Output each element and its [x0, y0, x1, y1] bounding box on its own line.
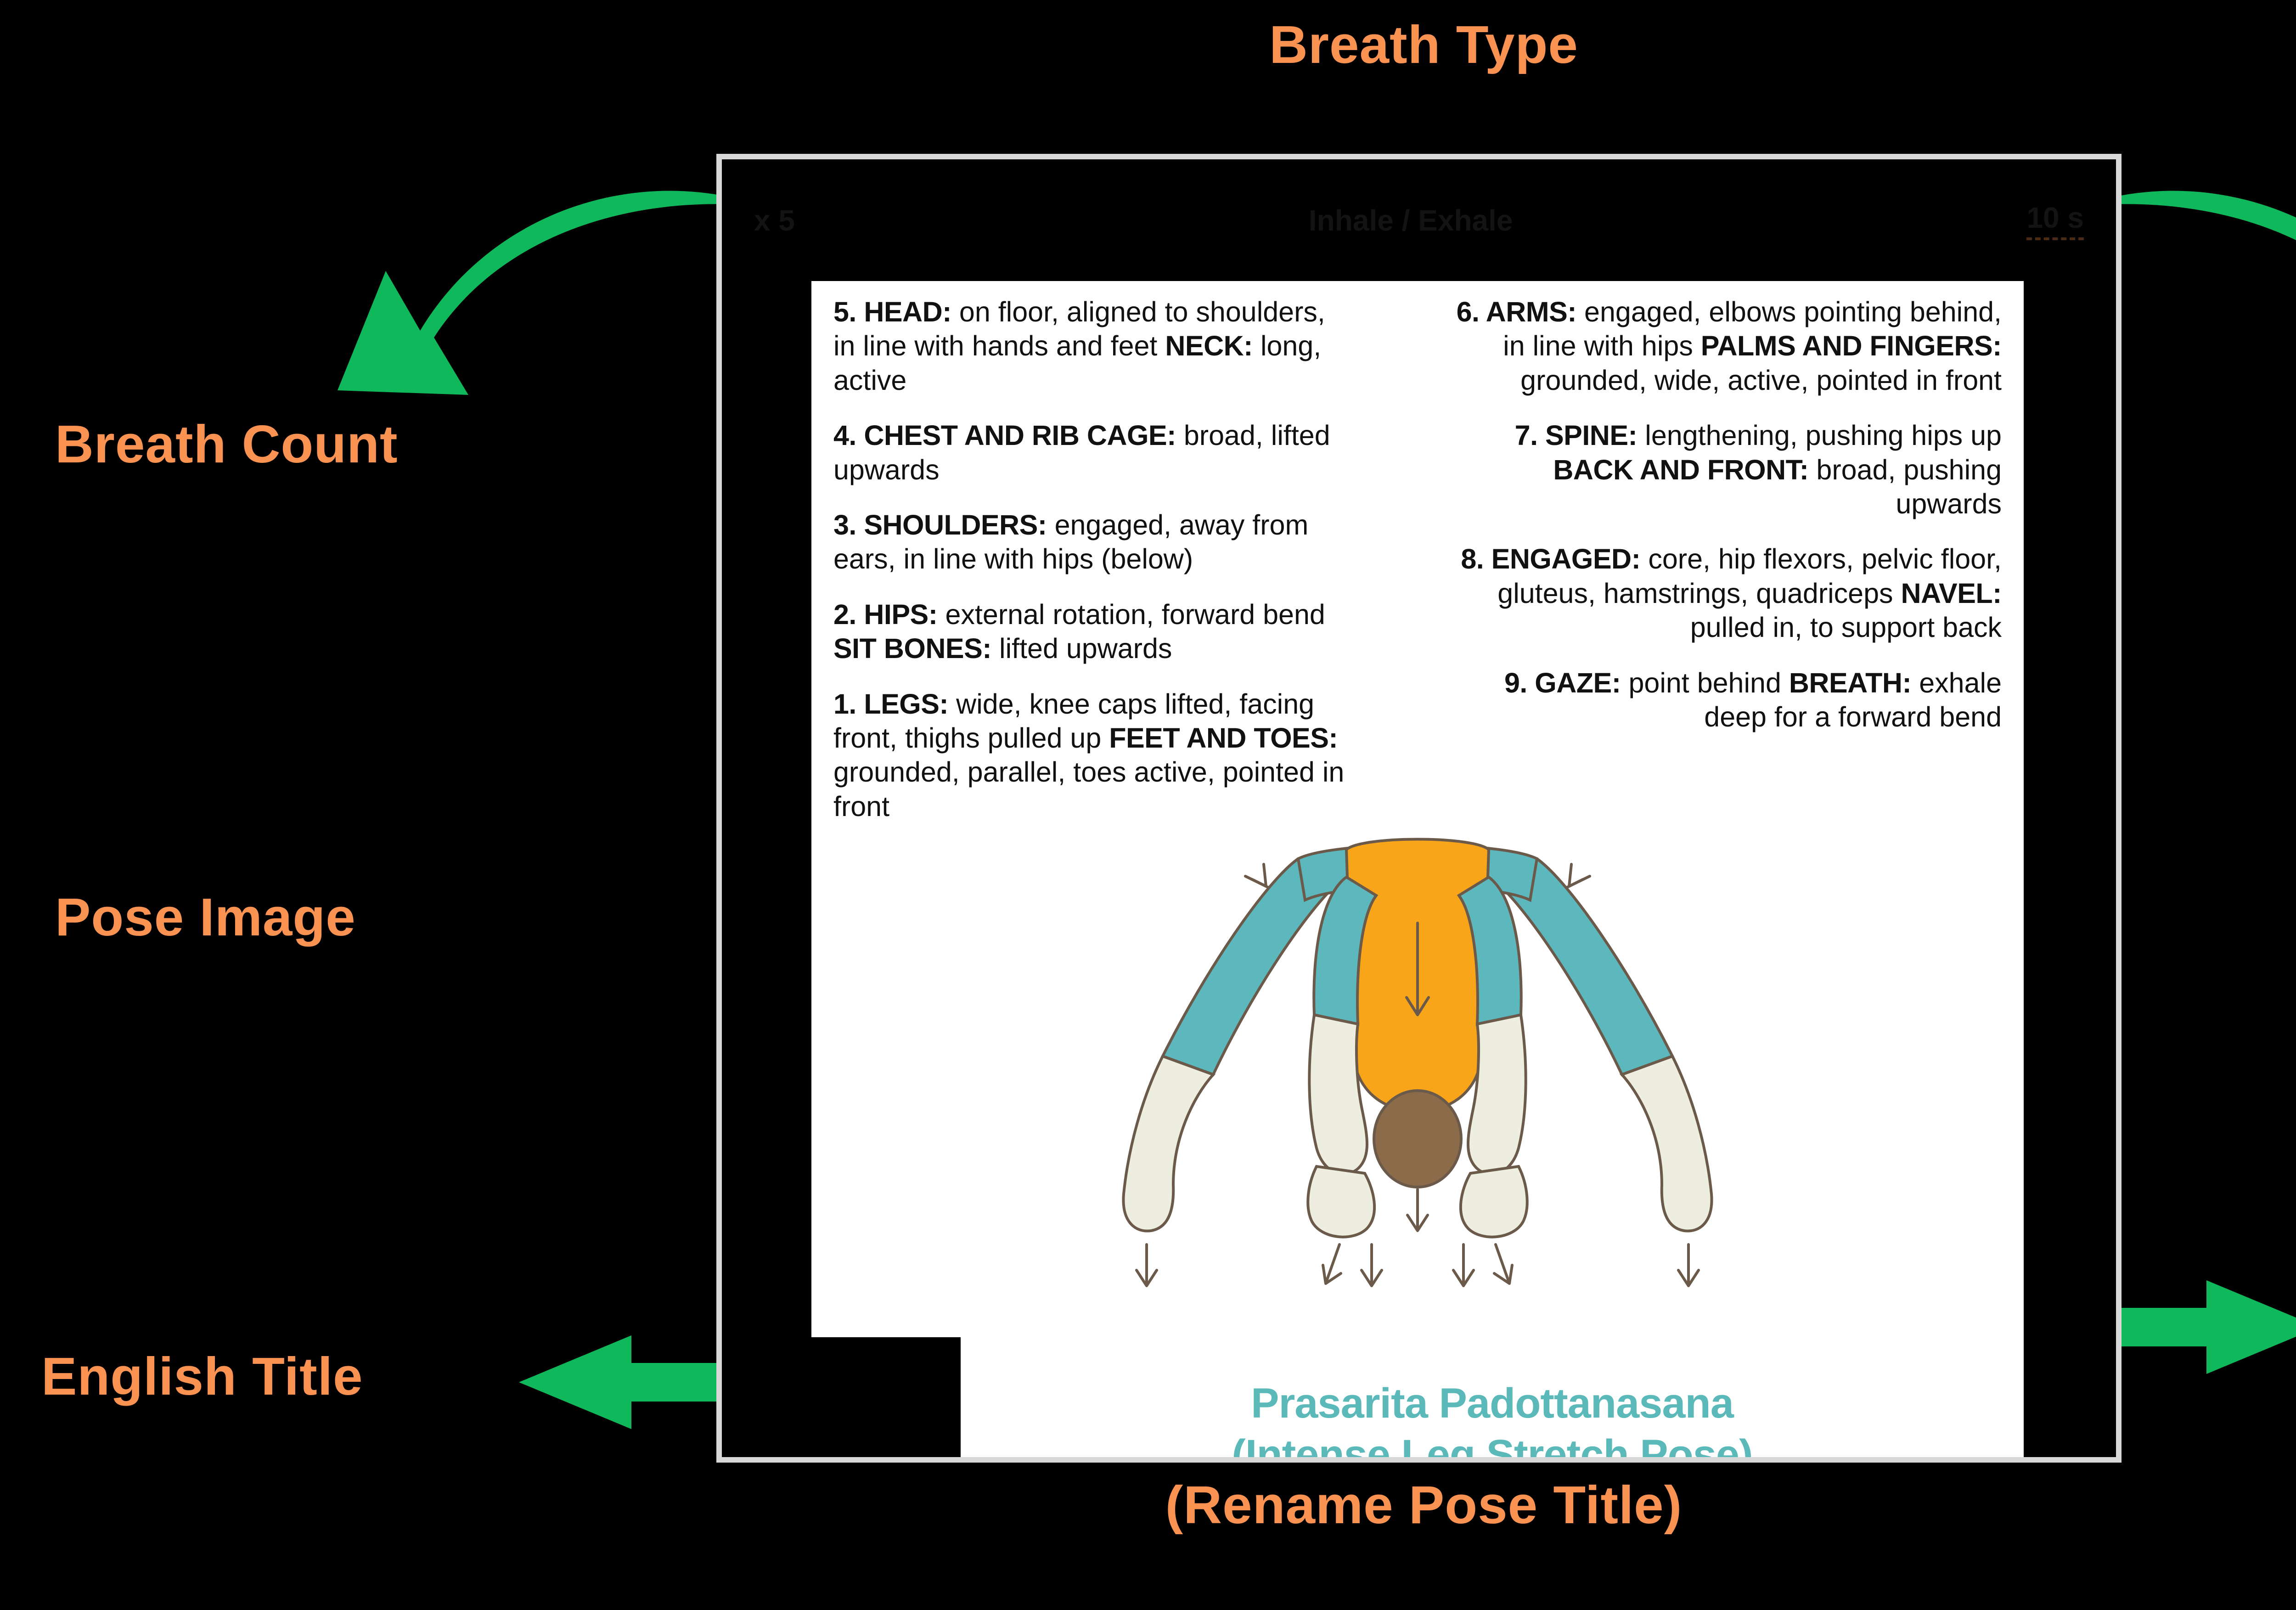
cue-label-secondary: NAVEL:: [1901, 577, 2002, 609]
breath-type-value[interactable]: Inhale / Exhale: [1308, 203, 1513, 237]
arrow-curved-down-left-icon: [338, 191, 765, 395]
annotation-breath-type: Breath Type: [1269, 15, 1578, 74]
cue-block-5[interactable]: 5. HEAD: on floor, aligned to shoulders,…: [833, 295, 1352, 397]
cue-label-secondary: BREATH:: [1789, 667, 1912, 698]
cue-column-right[interactable]: 6. ARMS: engaged, elbows pointing behind…: [1451, 295, 2002, 755]
cue-text-secondary: broad, pushing upwards: [1808, 454, 2002, 520]
cue-label-secondary: PALMS AND FINGERS:: [1700, 330, 2002, 362]
cue-block-8[interactable]: 8. ENGAGED: core, hip flexors, pelvic fl…: [1451, 542, 2002, 644]
cue-label: 2. HIPS:: [833, 598, 938, 630]
cue-label: 4. CHEST AND RIB CAGE:: [833, 420, 1176, 451]
cue-text-secondary: long, active: [833, 330, 1322, 396]
cue-block-9[interactable]: 9. GAZE: point behind BREATH: exhale dee…: [1451, 666, 2002, 734]
pose-english-title[interactable]: (Intense Leg Stretch Pose): [1232, 1431, 1753, 1463]
cue-text-secondary: pulled in, to support back: [1690, 612, 2002, 643]
cue-label: 1. LEGS:: [833, 688, 949, 720]
pose-illustration: [1122, 838, 1713, 1287]
cue-text: engaged, elbows pointing behind, in line…: [1503, 296, 2002, 362]
cue-label-secondary: NECK:: [1165, 330, 1253, 362]
annotation-breath-count: Breath Count: [55, 414, 398, 474]
cue-block-7[interactable]: 7. SPINE: lengthening, pushing hips up B…: [1451, 418, 2002, 521]
cue-label: 8. ENGAGED:: [1461, 543, 1641, 575]
phone-screenshot-frame: x 5 Inhale / Exhale 10 s 5. HEAD: on flo…: [716, 154, 2122, 1463]
cue-text: lengthening, pushing hips up: [1637, 420, 2002, 451]
cue-text-secondary: exhale deep for a forward bend: [1704, 667, 2002, 733]
pose-image-card[interactable]: 5. HEAD: on floor, aligned to shoulders,…: [811, 281, 2024, 1337]
cue-text: external rotation, forward bend: [937, 598, 1325, 630]
cue-block-4[interactable]: 4. CHEST AND RIB CAGE: broad, lifted upw…: [833, 418, 1352, 487]
cue-label: 7. SPINE:: [1514, 420, 1638, 451]
cue-text: on floor, aligned to shoulders, in line …: [833, 296, 1325, 362]
cue-label: 3. SHOULDERS:: [833, 509, 1047, 541]
cue-block-3[interactable]: 3. SHOULDERS: engaged, away from ears, i…: [833, 508, 1352, 576]
arrow-curved-down-right-icon: [2078, 191, 2296, 241]
cue-label-secondary: SIT BONES:: [833, 633, 992, 664]
cue-text: broad, lifted upwards: [833, 420, 1330, 485]
cue-text-secondary: lifted upwards: [991, 633, 1172, 664]
pose-sanskrit-title[interactable]: Prasarita Padottanasana: [1251, 1379, 1734, 1427]
cue-text: wide, knee caps lifted, facing front, th…: [833, 688, 1315, 754]
cue-text: point behind: [1621, 667, 1789, 698]
cue-label: 6. ARMS:: [1456, 296, 1577, 327]
pose-title-bar[interactable]: Prasarita Padottanasana (Intense Leg Str…: [961, 1308, 2024, 1463]
annotation-pose-image: Pose Image: [55, 887, 356, 947]
annotation-rename-pose-title: (Rename Pose Title): [1165, 1475, 1683, 1535]
cue-label-secondary: BACK AND FRONT:: [1553, 454, 1809, 485]
cue-text: engaged, away from ears, in line with hi…: [833, 509, 1309, 575]
breath-count-value[interactable]: x 5: [754, 203, 795, 237]
cue-text-secondary: grounded, wide, active, pointed in front: [1520, 364, 2002, 396]
cue-block-2[interactable]: 2. HIPS: external rotation, forward bend…: [833, 597, 1352, 666]
cue-column-left[interactable]: 5. HEAD: on floor, aligned to shoulders,…: [833, 295, 1352, 844]
cue-block-1[interactable]: 1. LEGS: wide, knee caps lifted, facing …: [833, 687, 1352, 824]
cue-text: core, hip flexors, pelvic floor, gluteus…: [1497, 543, 2002, 609]
cue-block-6[interactable]: 6. ARMS: engaged, elbows pointing behind…: [1451, 295, 2002, 397]
cue-text-secondary: grounded, parallel, toes active, pointed…: [833, 756, 1345, 822]
pose-titles: Prasarita Padottanasana (Intense Leg Str…: [961, 1378, 2024, 1463]
cue-label: 5. HEAD:: [833, 296, 951, 327]
cue-label-secondary: FEET AND TOES:: [1109, 722, 1338, 754]
annotation-english-title: English Title: [41, 1346, 363, 1406]
app-top-bar: x 5 Inhale / Exhale 10 s: [722, 159, 2116, 281]
breath-duration-value[interactable]: 10 s: [2026, 201, 2084, 240]
cue-label: 9. GAZE:: [1504, 667, 1621, 698]
